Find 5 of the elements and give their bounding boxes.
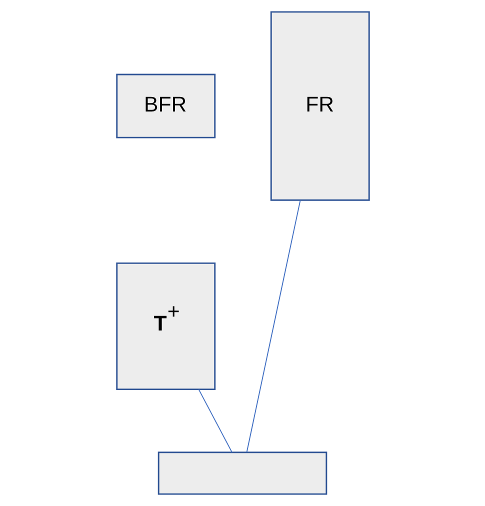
node-box: FR: [270, 11, 370, 201]
connector: [198, 389, 232, 453]
node-box: [157, 452, 327, 495]
node-box: BFR: [116, 74, 216, 138]
connector: [246, 200, 300, 453]
